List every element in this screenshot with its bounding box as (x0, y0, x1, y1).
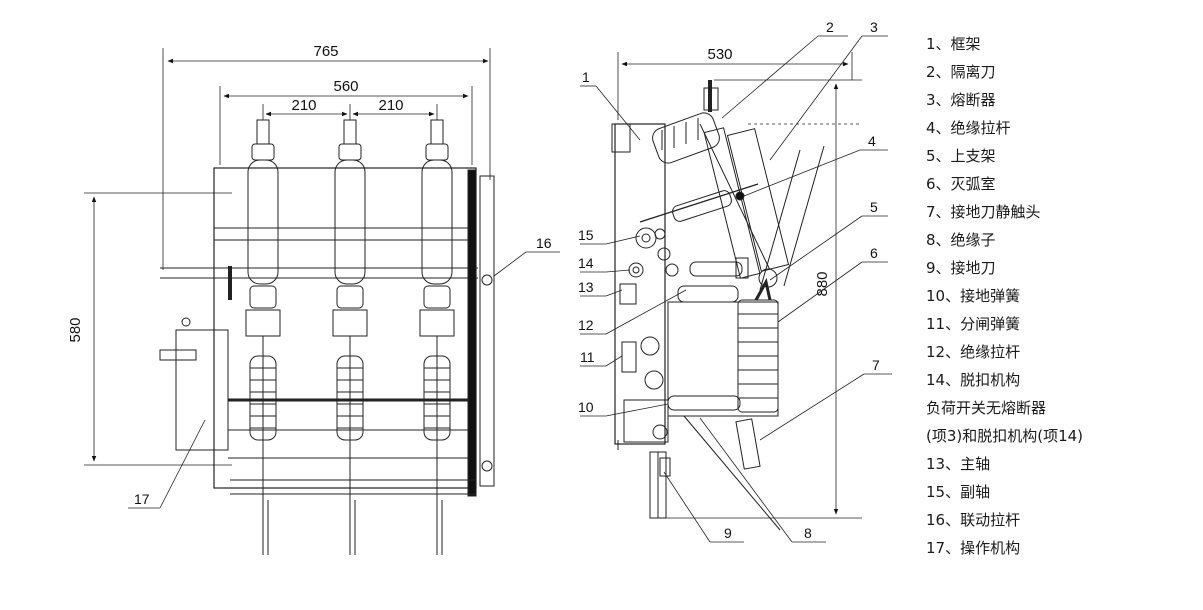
dim-mid-width: 560 (333, 78, 358, 95)
pole-1 (245, 119, 281, 555)
legend-item: 17、操作机构 (926, 539, 1021, 557)
legend-item: (项3)和脱扣机构(项14) (926, 427, 1084, 445)
front-view (84, 48, 560, 555)
dim-side-width: 530 (707, 46, 732, 63)
callout-9: 9 (724, 525, 732, 541)
pole-2 (332, 119, 368, 555)
pole-3 (419, 119, 455, 555)
legend-item: 16、联动拉杆 (926, 511, 1021, 529)
callout-11: 11 (580, 349, 595, 365)
callout-15: 15 (578, 227, 594, 243)
legend-item: 12、绝缘拉杆 (926, 343, 1021, 361)
callout-8: 8 (804, 525, 812, 541)
legend-item: 6、灭弧室 (926, 175, 996, 193)
callout-1: 1 (582, 69, 590, 85)
side-view (580, 35, 892, 543)
legend-item: 10、接地弹簧 (926, 287, 1021, 305)
legend-item: 负荷开关无熔断器 (926, 399, 1047, 417)
legend-item: 13、主轴 (926, 455, 991, 473)
legend-item: 1、框架 (926, 35, 981, 53)
legend-item: 4、绝缘拉杆 (926, 119, 1011, 137)
callout-7: 7 (872, 357, 880, 373)
callout-16: 16 (536, 235, 552, 251)
legend-item: 7、接地刀静触头 (926, 203, 1041, 221)
front-dimension-lines (84, 48, 491, 466)
dim-side-height: 880 (814, 271, 831, 296)
callout-10: 10 (578, 399, 594, 415)
side-frame (614, 123, 666, 445)
callout-13: 13 (578, 279, 594, 295)
parts-legend: 1、框架 2、隔离刀 3、熔断器 4、绝缘拉杆 5、上支架 6、灭弧室 7、接地刀静触头 8、… (926, 30, 1196, 562)
legend-item: 2、隔离刀 (926, 63, 996, 81)
callout-12: 12 (578, 317, 594, 333)
callout-17: 17 (134, 491, 150, 507)
callout-2: 2 (826, 19, 834, 35)
callout-3: 3 (870, 19, 878, 35)
legend-item: 15、副轴 (926, 483, 991, 501)
legend-item: 9、接地刀 (926, 259, 996, 277)
legend-item: 8、绝缘子 (926, 231, 996, 249)
legend-item: 14、脱扣机构 (926, 371, 1021, 389)
callout-5: 5 (870, 199, 878, 215)
callout-6: 6 (870, 245, 878, 261)
dim-pitch-right: 210 (378, 97, 403, 114)
dim-height: 580 (67, 317, 84, 342)
callout-14: 14 (578, 255, 594, 271)
dim-overall-width: 765 (313, 43, 338, 60)
dim-pitch-left: 210 (291, 97, 316, 114)
legend-item: 5、上支架 (926, 147, 996, 165)
side-callout-leaders (580, 35, 892, 543)
callout-4: 4 (868, 133, 876, 149)
legend-item: 3、熔断器 (926, 91, 996, 109)
legend-item: 11、分闸弹簧 (926, 315, 1021, 333)
side-dimension-lines (617, 52, 862, 519)
